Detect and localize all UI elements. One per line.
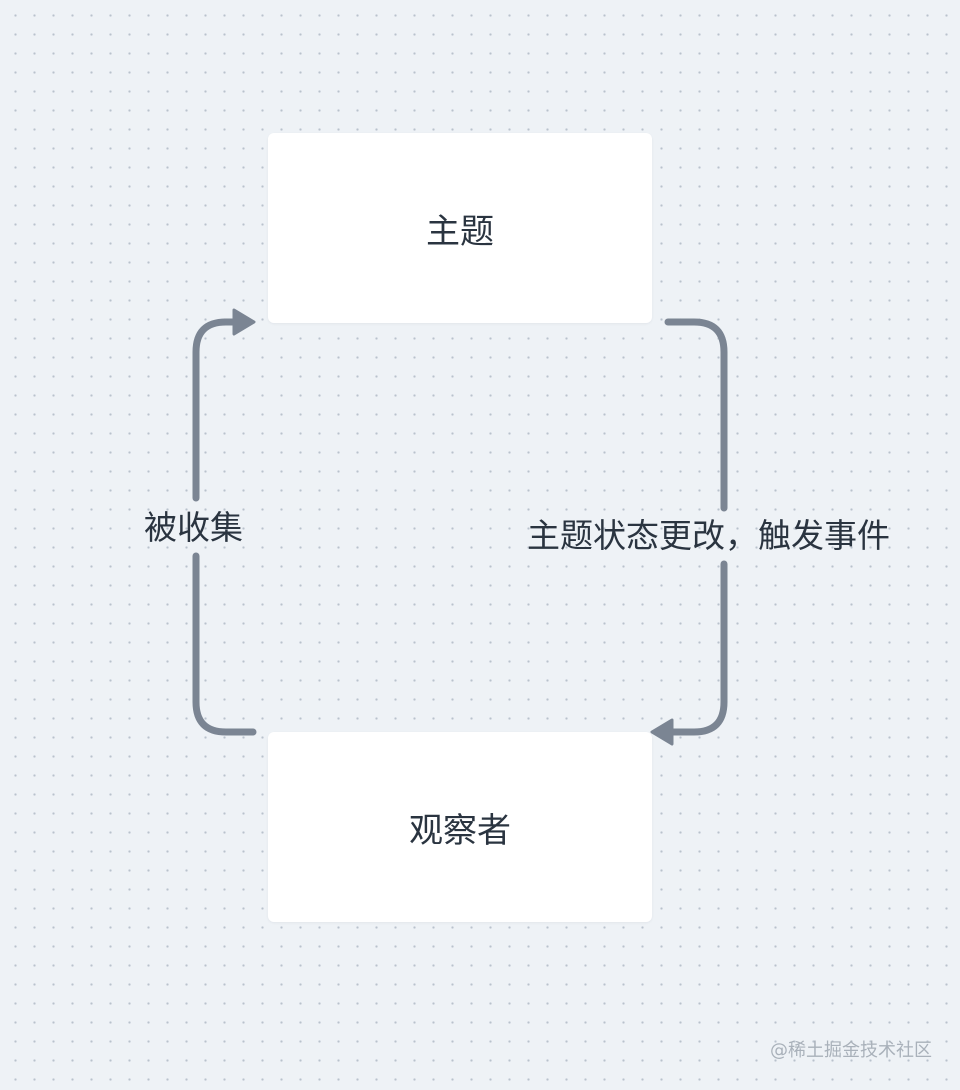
state-change-arrowhead-icon	[650, 718, 674, 746]
state-change-connector-lower	[666, 560, 728, 736]
subject-node[interactable]: 主题	[268, 133, 652, 323]
collected-connector-upper	[192, 318, 240, 502]
observer-node[interactable]: 观察者	[268, 732, 652, 922]
state-change-edge-label: 主题状态更改，触发事件	[527, 516, 890, 555]
observer-node-label: 观察者	[409, 810, 511, 851]
collected-arrowhead-icon	[232, 308, 256, 336]
collected-edge-label: 被收集	[144, 508, 243, 547]
state-change-connector-upper	[664, 318, 728, 512]
watermark: @稀土掘金技术社区	[770, 1040, 932, 1061]
collected-connector-lower	[192, 552, 257, 736]
subject-node-label: 主题	[426, 211, 494, 252]
